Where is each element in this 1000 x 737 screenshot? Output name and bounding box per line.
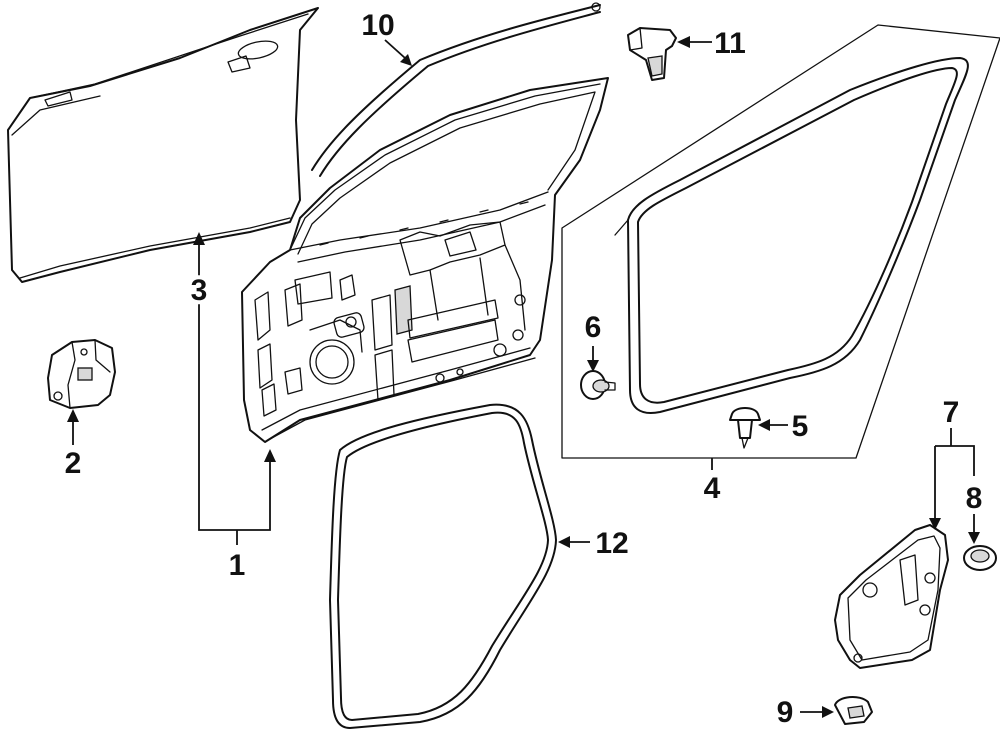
callout-7: 7 bbox=[943, 396, 960, 429]
callout-6: 6 bbox=[585, 311, 602, 344]
callout-8: 8 bbox=[966, 482, 983, 515]
callout-1: 1 bbox=[229, 549, 246, 582]
callout-11: 11 bbox=[714, 27, 746, 60]
callout-4: 4 bbox=[704, 472, 721, 505]
callout-12: 12 bbox=[595, 527, 628, 560]
grommet-8 bbox=[963, 545, 997, 571]
callout-9: 9 bbox=[777, 696, 794, 729]
clip-6 bbox=[580, 370, 616, 400]
window-run-channel bbox=[311, 2, 601, 177]
door-lock-actuator bbox=[47, 339, 116, 409]
door-check-bracket bbox=[834, 524, 949, 669]
outer-door-panel bbox=[7, 7, 319, 283]
leader-lines bbox=[67, 36, 980, 718]
callout-labels: 1 2 3 4 5 6 7 8 9 10 11 12 bbox=[65, 9, 983, 729]
door-clip bbox=[627, 27, 677, 81]
door-weatherstrip bbox=[329, 403, 557, 729]
callout-5: 5 bbox=[792, 410, 809, 443]
callout-2: 2 bbox=[65, 447, 82, 480]
pin-5 bbox=[729, 407, 761, 449]
opening-weatherstrip bbox=[561, 24, 1000, 459]
callout-3: 3 bbox=[191, 274, 208, 307]
front-door-frame bbox=[241, 77, 609, 443]
callout-10: 10 bbox=[361, 9, 394, 42]
fastener-9 bbox=[834, 696, 873, 725]
